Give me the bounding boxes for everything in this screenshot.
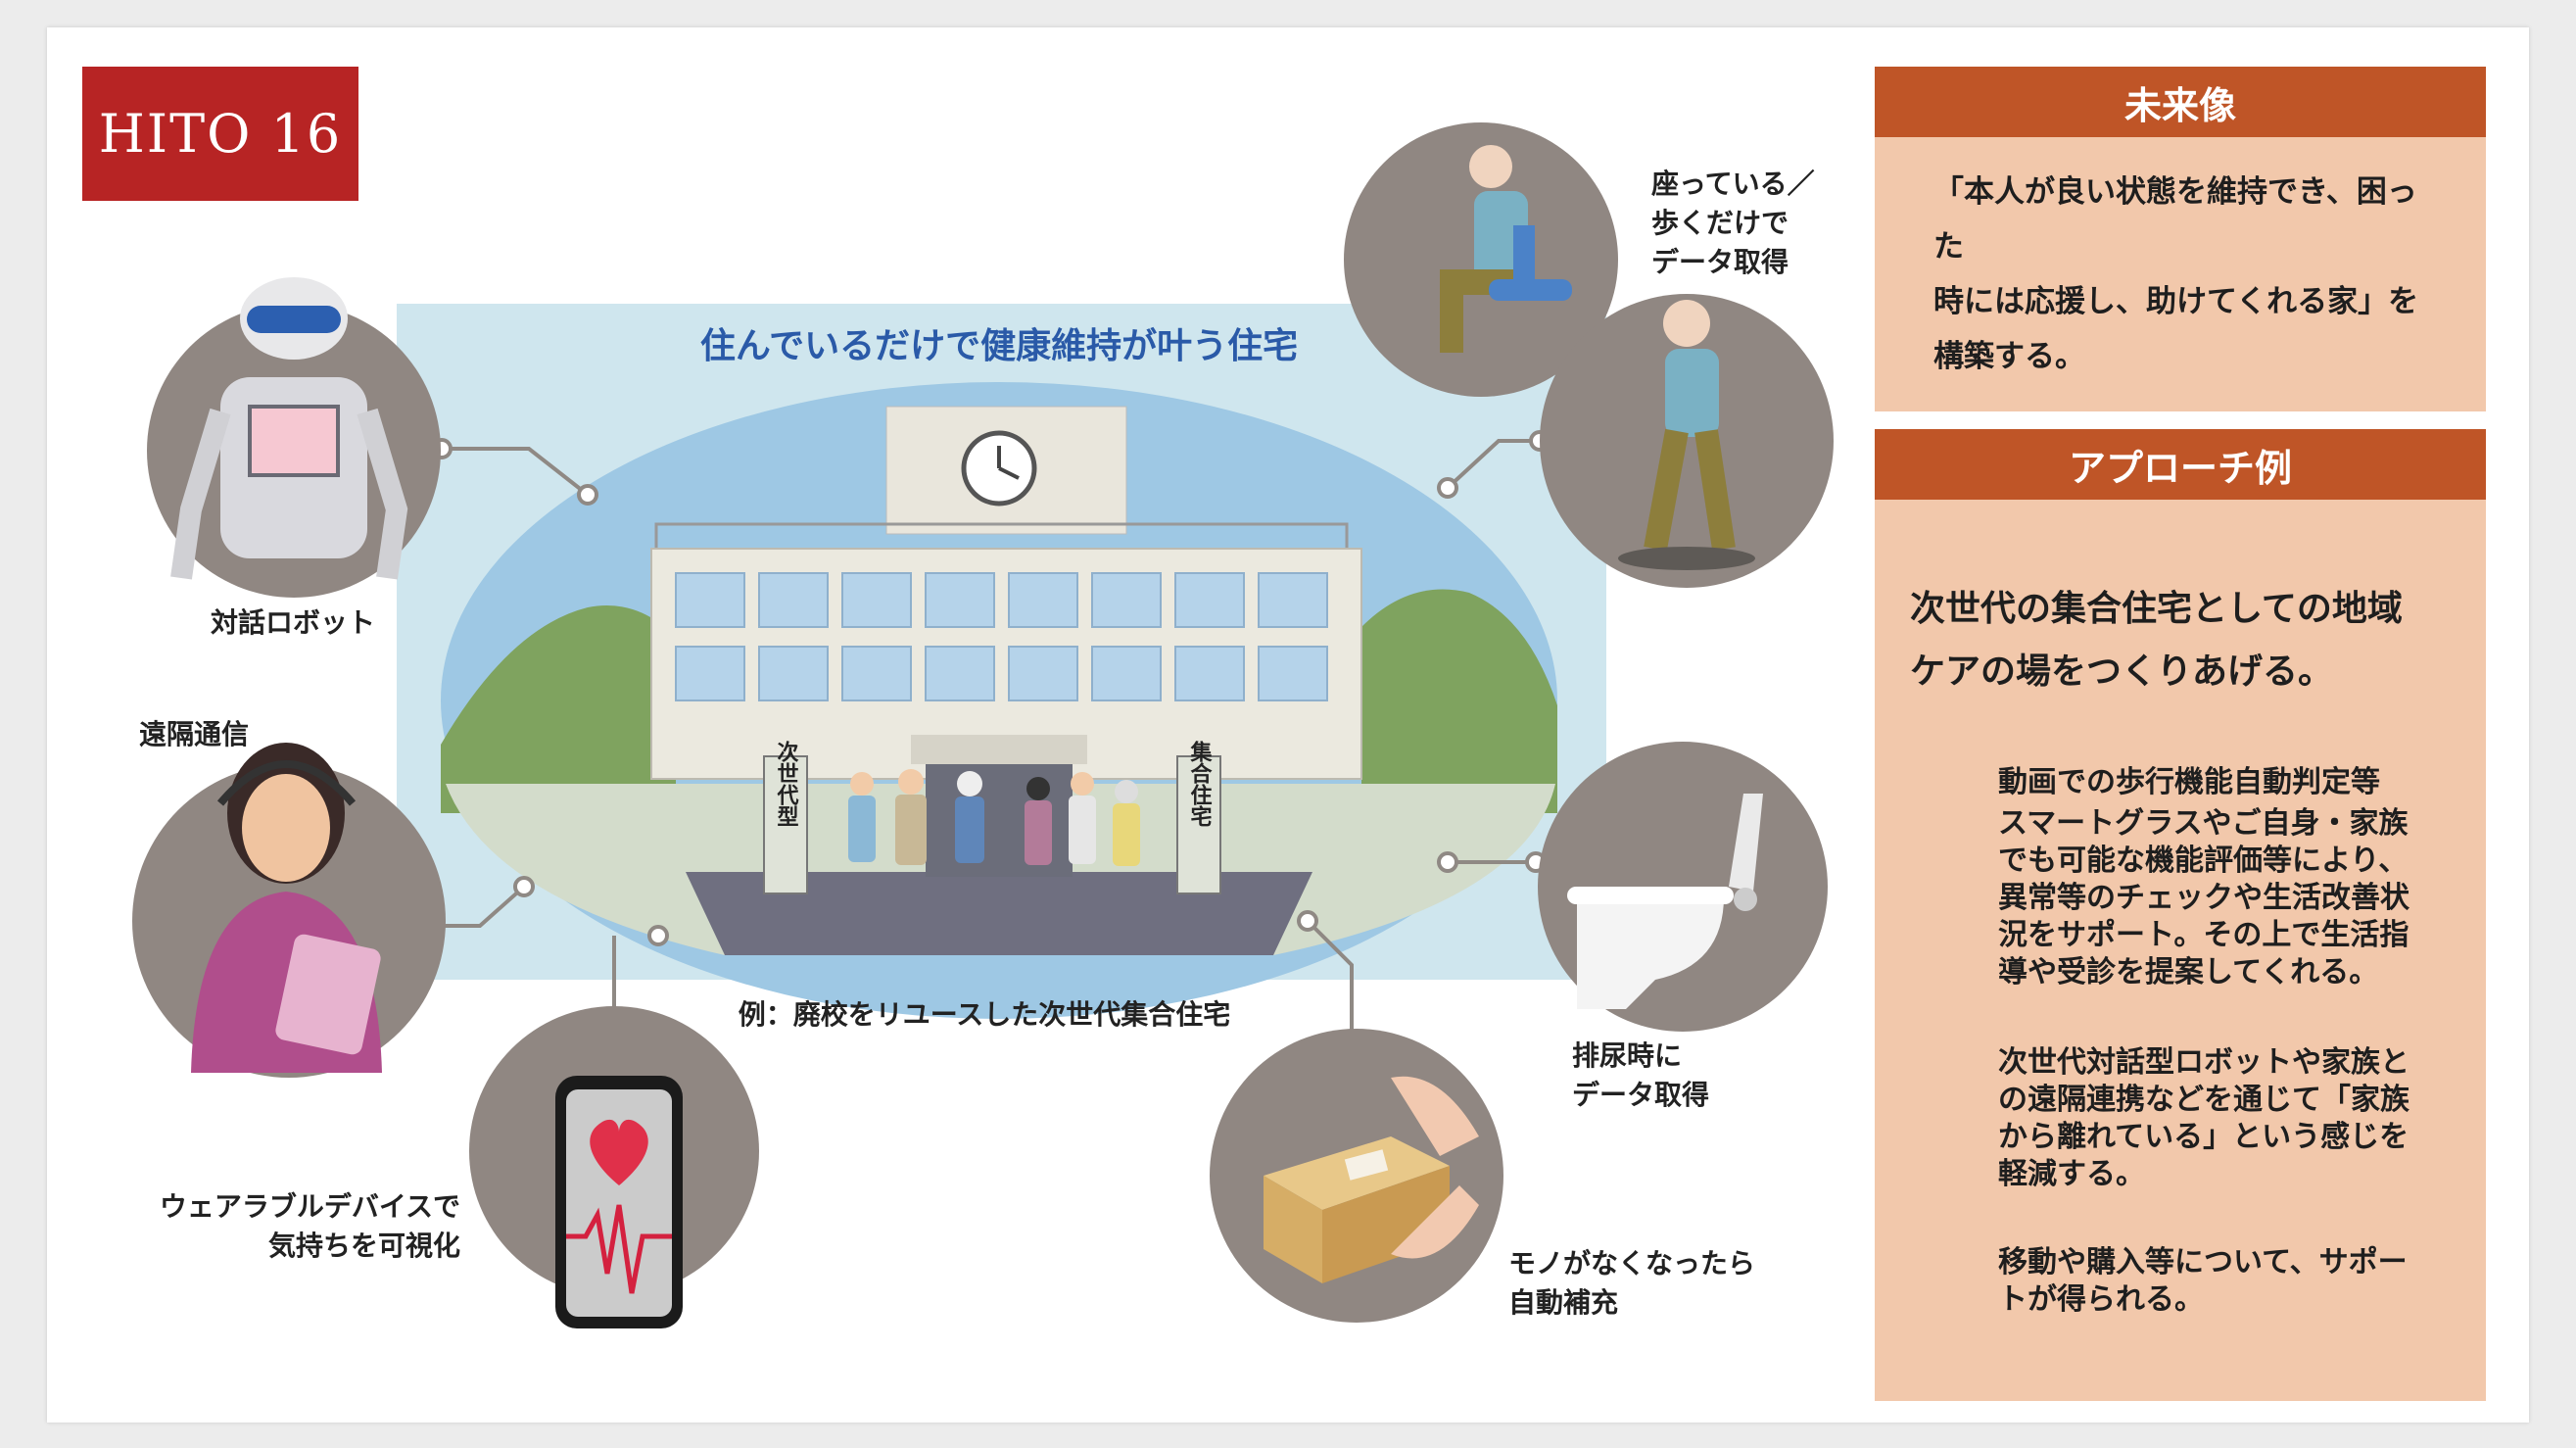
approach-heading: アプローチ例 (1875, 429, 2486, 500)
scene-title: 住んでいるだけで健康維持が叶う住宅 (700, 325, 1298, 366)
gate-pillar-right (1176, 755, 1221, 894)
seated-person-icon (1440, 145, 1572, 353)
hill-right (1361, 589, 1557, 813)
heart-icon (590, 1119, 648, 1185)
future-body: 「本人が良い状態を維持でき、困った 時には応援し、助けてくれる家」を 構築する。 (1875, 137, 2486, 411)
label-robot: 対話ロボット (211, 606, 376, 639)
walking-person-icon (1618, 300, 1755, 570)
label-remote: 遠隔通信 (139, 718, 250, 750)
approach-item-1: 動画での歩行機能自動判定等 スマートグラスやご自身・家族 でも可能な機能評価等に… (1998, 765, 2409, 989)
hill-left (441, 605, 676, 813)
robot-icon (170, 277, 408, 580)
windows (675, 572, 1328, 701)
toilet-icon (1567, 794, 1763, 1009)
hito-badge: HITO 16 (82, 67, 358, 201)
sign-left: 次世代型 (774, 740, 800, 827)
approach-body: 次世代の集合住宅としての地域 ケアの場をつくりあげる。 動画での歩行機能自動判定… (1875, 500, 2486, 1401)
sign-right: 集合住宅 (1187, 740, 1214, 827)
plaza (686, 872, 1312, 955)
approach-lead: 次世代の集合住宅としての地域 ケアの場をつくりあげる。 (1910, 589, 2403, 692)
entrance-canopy (911, 735, 1087, 764)
gate-pillar-left (763, 755, 808, 894)
scene-caption: 例：廃校をリユースした次世代集合住宅 (739, 998, 1231, 1031)
approach-item-3: 移動や購入等について、サポー トが得られる。 (1998, 1245, 2408, 1317)
connector-lines (421, 439, 1540, 1058)
label-wearable: ウェアラブルデバイスで 気持ちを可視化 (159, 1190, 460, 1262)
label-toilet: 排尿時に データ取得 (1572, 1039, 1710, 1111)
label-delivery: モノがなくなったら 自動補充 (1508, 1247, 1756, 1319)
future-heading: 未来像 (1875, 67, 2486, 137)
package-icon (1264, 1076, 1479, 1283)
operator-icon (191, 743, 382, 1073)
residents (848, 769, 1140, 866)
smartphone-icon (555, 1076, 683, 1328)
label-sitting: 座っている／ 歩くだけで データ取得 (1651, 168, 1815, 278)
approach-item-2: 次世代対話型ロボットや家族と の遠隔連携などを通じて「家族 から離れている」とい… (1998, 1045, 2409, 1191)
